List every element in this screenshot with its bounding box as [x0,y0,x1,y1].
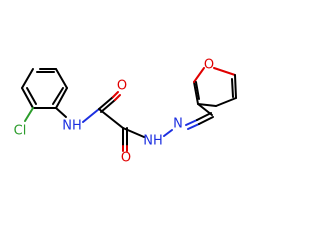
bond [114,94,121,101]
atom-label-upper-carbonyl-oxygen: O [117,79,127,94]
atom-label-imine-nitrogen: N [173,117,183,132]
atom-label-hydrazide-nh: NH [143,134,163,149]
bond [185,119,198,126]
bond [100,99,116,113]
atom-label-amide-nh: NH [62,119,82,134]
bond [82,108,100,123]
bond [197,103,213,116]
bond [24,107,34,122]
bond [52,87,64,105]
bond [26,87,37,105]
bond [234,74,237,99]
bond [98,96,114,110]
bond [98,108,124,129]
bond [55,87,68,109]
bond [193,67,205,83]
atom-label-lower-carbonyl-oxygen: O [121,151,131,166]
bond [193,81,199,105]
bond [21,68,34,89]
bond [231,78,234,98]
bond [163,129,173,137]
molecule-structure-diagram: Cl NH O O NH N O [13,57,237,166]
bond [55,107,67,118]
chlorophenyl-ring [21,68,68,109]
bond [187,123,200,130]
bond [122,127,145,138]
bond [21,87,34,109]
bond [197,103,217,107]
bond [213,67,236,76]
furan-ring [193,67,237,107]
bond [215,97,237,107]
bond [196,112,212,121]
atom-label-furan-oxygen: O [204,58,214,73]
bond [112,91,119,98]
atom-label-chlorine: Cl [14,124,27,139]
bond [198,116,214,125]
bond [195,81,200,100]
bond [55,68,68,89]
